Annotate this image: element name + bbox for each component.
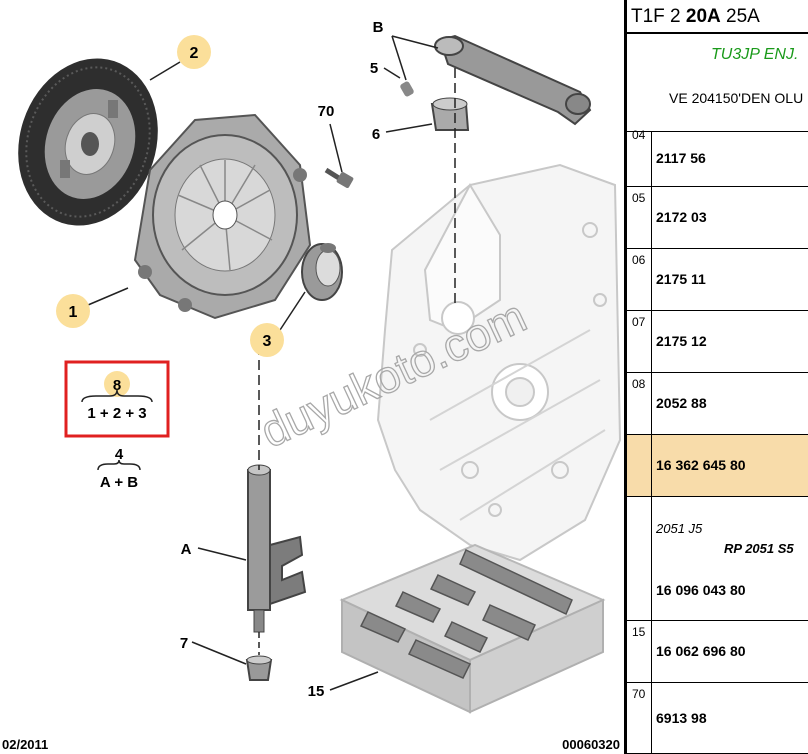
parts-row: 15 16 062 696 80 <box>627 621 808 683</box>
row-rule <box>627 496 808 497</box>
row-rule <box>627 248 808 249</box>
row-part-ref: 2117 56 <box>656 150 706 166</box>
gearbox-housing <box>376 163 622 562</box>
header-rule <box>627 32 808 34</box>
footer-ref: 00060320 <box>562 737 620 752</box>
clutch-disc <box>18 58 158 226</box>
parts-row: 08 2052 88 <box>627 373 808 435</box>
kit-8-formula: 8 1 + 2 + 3 <box>64 360 170 438</box>
bolt <box>324 167 354 188</box>
leader-lines <box>87 35 439 691</box>
fork-shaft-bush <box>245 655 273 681</box>
svg-text:A + B: A + B <box>100 474 138 491</box>
tool-kit <box>339 543 606 714</box>
svg-text:1 + 2 + 3: 1 + 2 + 3 <box>87 405 146 422</box>
callout-70: 70 <box>318 103 335 120</box>
row-part-ref: 16 062 696 80 <box>656 643 746 659</box>
row-rule <box>627 682 808 683</box>
callout-6: 6 <box>372 126 380 143</box>
engine-label: TU3JP ENJ. <box>711 46 799 63</box>
row-part-ref: 2172 03 <box>656 209 707 225</box>
vin-note: VE 204150'DEN OLU <box>669 90 804 106</box>
callout-2: 2 <box>177 35 211 69</box>
row-variant-rp: RP 2051 S5 <box>724 541 794 556</box>
parts-row: 16 362 645 80 <box>627 435 808 497</box>
row-part-ref: 2175 12 <box>656 333 707 349</box>
callout-15: 15 <box>308 683 325 700</box>
parts-row: 05 2172 03 <box>627 187 808 249</box>
svg-text:1: 1 <box>69 304 78 321</box>
row-variant: 2051 J5 <box>656 521 703 536</box>
svg-text:3: 3 <box>263 333 272 350</box>
panel-header: T1F 2 20A 25A <box>631 6 760 27</box>
row-part-ref: 16 362 645 80 <box>656 457 746 473</box>
callout-a: A <box>181 541 192 558</box>
parts-row: 2051 J5 RP 2051 S5 16 096 043 80 <box>627 497 808 621</box>
parts-row: 07 2175 12 <box>627 311 808 373</box>
row-rule <box>627 186 808 187</box>
row-part-ref: 2175 11 <box>656 271 706 287</box>
row-part-ref: 6913 98 <box>656 710 707 726</box>
panel-divider <box>624 0 627 754</box>
row-code: 05 <box>632 191 646 205</box>
row-rule <box>627 310 808 311</box>
row-rule <box>627 620 808 621</box>
callout-3: 3 <box>250 323 284 357</box>
callout-7: 7 <box>180 635 188 652</box>
callout-b: B <box>373 19 384 36</box>
table-top-rule <box>627 131 808 132</box>
callout-5: 5 <box>370 60 378 77</box>
release-bearing <box>301 243 343 301</box>
row-code: 15 <box>632 625 646 639</box>
pressure-plate <box>133 113 312 320</box>
row-code: 04 <box>632 128 646 142</box>
row-part-ref: 2052 88 <box>656 395 707 411</box>
row-code: 07 <box>632 315 646 329</box>
svg-text:4: 4 <box>115 446 124 463</box>
kit-4-formula: 4 A + B <box>97 446 141 491</box>
parts-row: 70 6913 98 <box>627 683 808 754</box>
row-rule <box>627 372 808 373</box>
row-code: 08 <box>632 377 646 391</box>
callout-1: 1 <box>56 294 90 328</box>
footer-date: 02/2011 <box>2 737 48 752</box>
table-col-rule <box>651 131 652 754</box>
row-code: 70 <box>632 687 646 701</box>
parts-list-panel: T1F 2 20A 25A TU3JP ENJ. VE 204150'DEN O… <box>627 0 808 754</box>
svg-text:8: 8 <box>113 377 121 394</box>
fork-shaft <box>247 464 307 633</box>
release-fork-top <box>400 34 592 131</box>
parts-diagram: 2 1 3 70 B 5 6 A 7 15 8 1 + 2 + 3 4 A + … <box>2 19 622 752</box>
parts-row: 04 2117 56 <box>627 128 808 187</box>
row-code: 06 <box>632 253 646 267</box>
row-part-ref: 16 096 043 80 <box>656 582 746 598</box>
svg-text:2: 2 <box>190 45 199 62</box>
parts-row: 06 2175 11 <box>627 249 808 311</box>
row-rule <box>627 434 808 435</box>
